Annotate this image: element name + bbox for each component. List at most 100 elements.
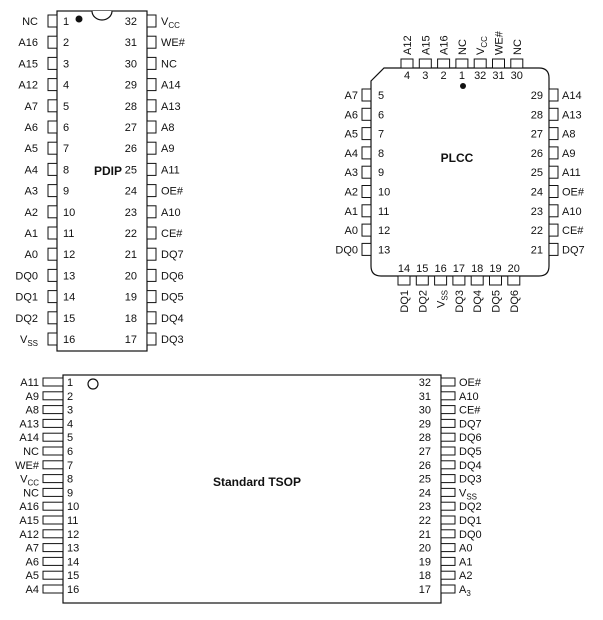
plcc-pin-number-26: 26 bbox=[531, 148, 543, 160]
pdip-pin-label-dq5: DQ5 bbox=[161, 292, 184, 304]
tsop-pin-13 bbox=[42, 543, 64, 553]
plcc-pin-label-nc: NC bbox=[512, 39, 524, 55]
tsop-pin-number-13: 13 bbox=[67, 543, 79, 555]
tsop-pin-label-a15: A15 bbox=[19, 515, 39, 527]
plcc-pin-number-20: 20 bbox=[508, 263, 520, 275]
plcc-pin-label-a9: A9 bbox=[562, 148, 575, 160]
pdip-pin-number-30: 30 bbox=[125, 58, 137, 70]
tsop-pin-15 bbox=[42, 570, 64, 580]
pdip-pin-7 bbox=[47, 141, 58, 155]
plcc-pin-24 bbox=[548, 185, 559, 198]
plcc-pin-2 bbox=[437, 58, 451, 69]
tsop-pin-29 bbox=[440, 418, 456, 428]
pdip-pin-number-15: 15 bbox=[63, 313, 75, 325]
pdip-pin-number-5: 5 bbox=[63, 101, 69, 113]
tsop-pin-4 bbox=[42, 418, 64, 428]
tsop-pin-27 bbox=[440, 446, 456, 456]
tsop-pin-label-a2: A2 bbox=[459, 570, 472, 582]
tsop-package: Standard TSOP 1A112A93A84A135A146NC7WE#8… bbox=[15, 374, 482, 604]
plcc-pin-label-a15: A15 bbox=[420, 35, 432, 55]
tsop-pin-label-we-n: WE# bbox=[15, 460, 40, 472]
pdip-pin-label-a5: A5 bbox=[25, 143, 38, 155]
plcc-pin-number-9: 9 bbox=[378, 167, 384, 179]
tsop-pin-number-26: 26 bbox=[419, 460, 431, 472]
tsop-pin-21 bbox=[440, 529, 456, 539]
pdip-pin-number-31: 31 bbox=[125, 37, 137, 49]
tsop-pin-17 bbox=[440, 584, 456, 594]
pdip-pin-number-14: 14 bbox=[63, 292, 75, 304]
pdip-pin-number-4: 4 bbox=[63, 80, 69, 92]
tsop-pin-1 bbox=[42, 377, 64, 387]
tsop-pin-label-a11: A11 bbox=[20, 377, 39, 389]
tsop-pin-20 bbox=[440, 543, 456, 553]
tsop-pin-12 bbox=[42, 529, 64, 539]
pdip-pin-number-26: 26 bbox=[125, 143, 137, 155]
plcc-pin-label-dq5: DQ5 bbox=[491, 290, 503, 313]
pdip-pin-8 bbox=[47, 162, 58, 176]
pdip-pin-label-a0: A0 bbox=[25, 249, 38, 261]
plcc-pin-label-vss: VSS bbox=[436, 290, 450, 308]
pdip-pin-label-dq0: DQ0 bbox=[15, 270, 38, 282]
plcc-pin-number-10: 10 bbox=[378, 187, 390, 199]
plcc-pin1-dot bbox=[460, 83, 466, 89]
pdip-pin-label-dq1: DQ1 bbox=[15, 292, 38, 304]
tsop-title: Standard TSOP bbox=[213, 475, 301, 489]
plcc-pin-label-dq6: DQ6 bbox=[509, 290, 521, 313]
tsop-pin1-circle bbox=[87, 378, 99, 390]
pdip-pin-9 bbox=[47, 184, 58, 198]
tsop-pin-number-30: 30 bbox=[419, 405, 431, 417]
tsop-pin-25 bbox=[440, 474, 456, 484]
pdip-pin-number-24: 24 bbox=[125, 186, 137, 198]
pdip-pin-label-nc: NC bbox=[161, 58, 177, 70]
plcc-pin-number-27: 27 bbox=[531, 129, 543, 141]
tsop-pin-number-28: 28 bbox=[419, 432, 431, 444]
pdip-pin-16 bbox=[47, 332, 58, 346]
pdip-pin-28 bbox=[146, 99, 157, 113]
pdip-pin-number-8: 8 bbox=[63, 164, 69, 176]
pdip-pin-number-23: 23 bbox=[125, 207, 137, 219]
pdip-title: PDIP bbox=[94, 164, 122, 178]
plcc-pin-label-a12: A12 bbox=[402, 35, 414, 55]
pdip-pin-20 bbox=[146, 268, 157, 282]
pdip-pin-12 bbox=[47, 247, 58, 261]
tsop-pin-label-a9: A9 bbox=[26, 391, 39, 403]
tsop-pin-22 bbox=[440, 515, 456, 525]
plcc-pin-label-a1: A1 bbox=[345, 206, 358, 218]
plcc-pin-25 bbox=[548, 165, 559, 179]
tsop-pin-label-a4: A4 bbox=[26, 584, 39, 596]
pdip-pin-label-dq3: DQ3 bbox=[161, 334, 184, 346]
tsop-pin-number-9: 9 bbox=[67, 487, 73, 499]
tsop-pin-label-a10: A10 bbox=[459, 391, 479, 403]
plcc-pin-number-8: 8 bbox=[378, 148, 384, 160]
tsop-pin-label-a16: A16 bbox=[19, 501, 39, 513]
pdip-pin-number-17: 17 bbox=[125, 334, 137, 346]
plcc-pin-number-19: 19 bbox=[489, 263, 501, 275]
plcc-pin-label-a8: A8 bbox=[562, 129, 575, 141]
plcc-pin-number-2: 2 bbox=[441, 70, 447, 82]
plcc-pin-number-28: 28 bbox=[531, 109, 543, 121]
plcc-pin-9 bbox=[361, 165, 372, 179]
tsop-pin-label-oe-n: OE# bbox=[459, 377, 482, 389]
pdip-pin-label-vss: VSS bbox=[20, 334, 38, 348]
tsop-pin-number-19: 19 bbox=[419, 556, 431, 568]
pdip-pin-label-vcc: VCC bbox=[161, 16, 180, 30]
plcc-pin-number-29: 29 bbox=[531, 90, 543, 102]
pdip-pin-number-27: 27 bbox=[125, 122, 137, 134]
tsop-pin-label-a14: A14 bbox=[19, 432, 39, 444]
pdip-pin-number-32: 32 bbox=[125, 16, 137, 28]
tsop-pin-10 bbox=[42, 501, 64, 511]
tsop-pin-number-2: 2 bbox=[67, 391, 73, 403]
tsop-pin-label-a1: A1 bbox=[459, 556, 472, 568]
plcc-pin-26 bbox=[548, 146, 559, 160]
pdip-pin-label-a12: A12 bbox=[18, 80, 38, 92]
plcc-pin-20 bbox=[507, 275, 521, 286]
pdip-pin1-dot bbox=[75, 15, 83, 23]
plcc-pin-label-vcc: VCC bbox=[475, 36, 489, 55]
tsop-pin-number-29: 29 bbox=[419, 418, 431, 430]
pdip-pin-30 bbox=[146, 56, 157, 70]
plcc-pin-label-a0: A0 bbox=[345, 225, 358, 237]
pdip-pin-number-22: 22 bbox=[125, 228, 137, 240]
pdip-pin-10 bbox=[47, 205, 58, 219]
tsop-pin-18 bbox=[440, 570, 456, 580]
pdip-pin-number-9: 9 bbox=[63, 186, 69, 198]
